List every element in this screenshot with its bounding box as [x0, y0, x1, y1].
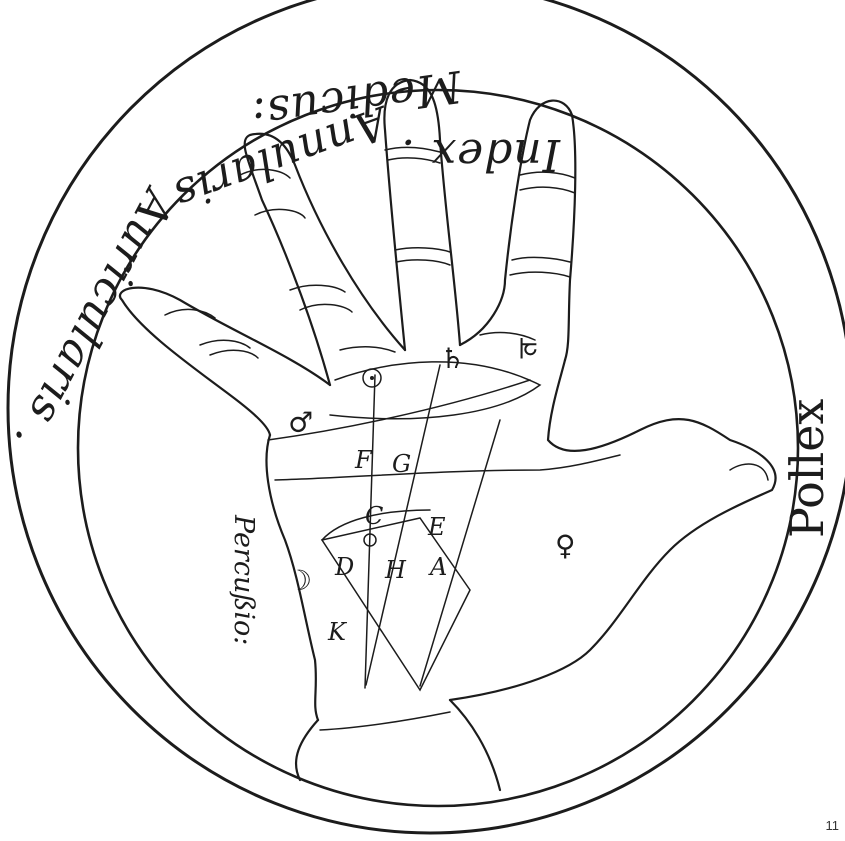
saturn-symbol: ♄ — [440, 342, 465, 375]
letter-g: G — [392, 450, 411, 478]
letter-d: D — [334, 553, 354, 581]
letter-e2: E — [427, 513, 446, 541]
ring-text: Index . Medicus: Annularis Auricularis . — [4, 60, 561, 460]
letter-k: K — [327, 618, 348, 646]
page-number: 11 — [826, 818, 840, 833]
moon-symbol: ☽ — [287, 564, 312, 597]
mars-symbol: ♂ — [288, 406, 313, 439]
ring-word-auricularis: Auricularis . — [4, 178, 186, 459]
jupiter-symbol: ♃ — [516, 331, 541, 364]
outer-ring — [8, 0, 845, 833]
pollex-label: Pollex — [780, 399, 834, 538]
venus-symbol: ♀ — [555, 529, 575, 562]
letter-a: A — [428, 553, 447, 581]
letter-c: C — [365, 502, 383, 530]
letter-h: H — [384, 556, 407, 584]
percussio-label: Percußio: — [228, 514, 259, 645]
letter-f: F — [354, 446, 373, 474]
